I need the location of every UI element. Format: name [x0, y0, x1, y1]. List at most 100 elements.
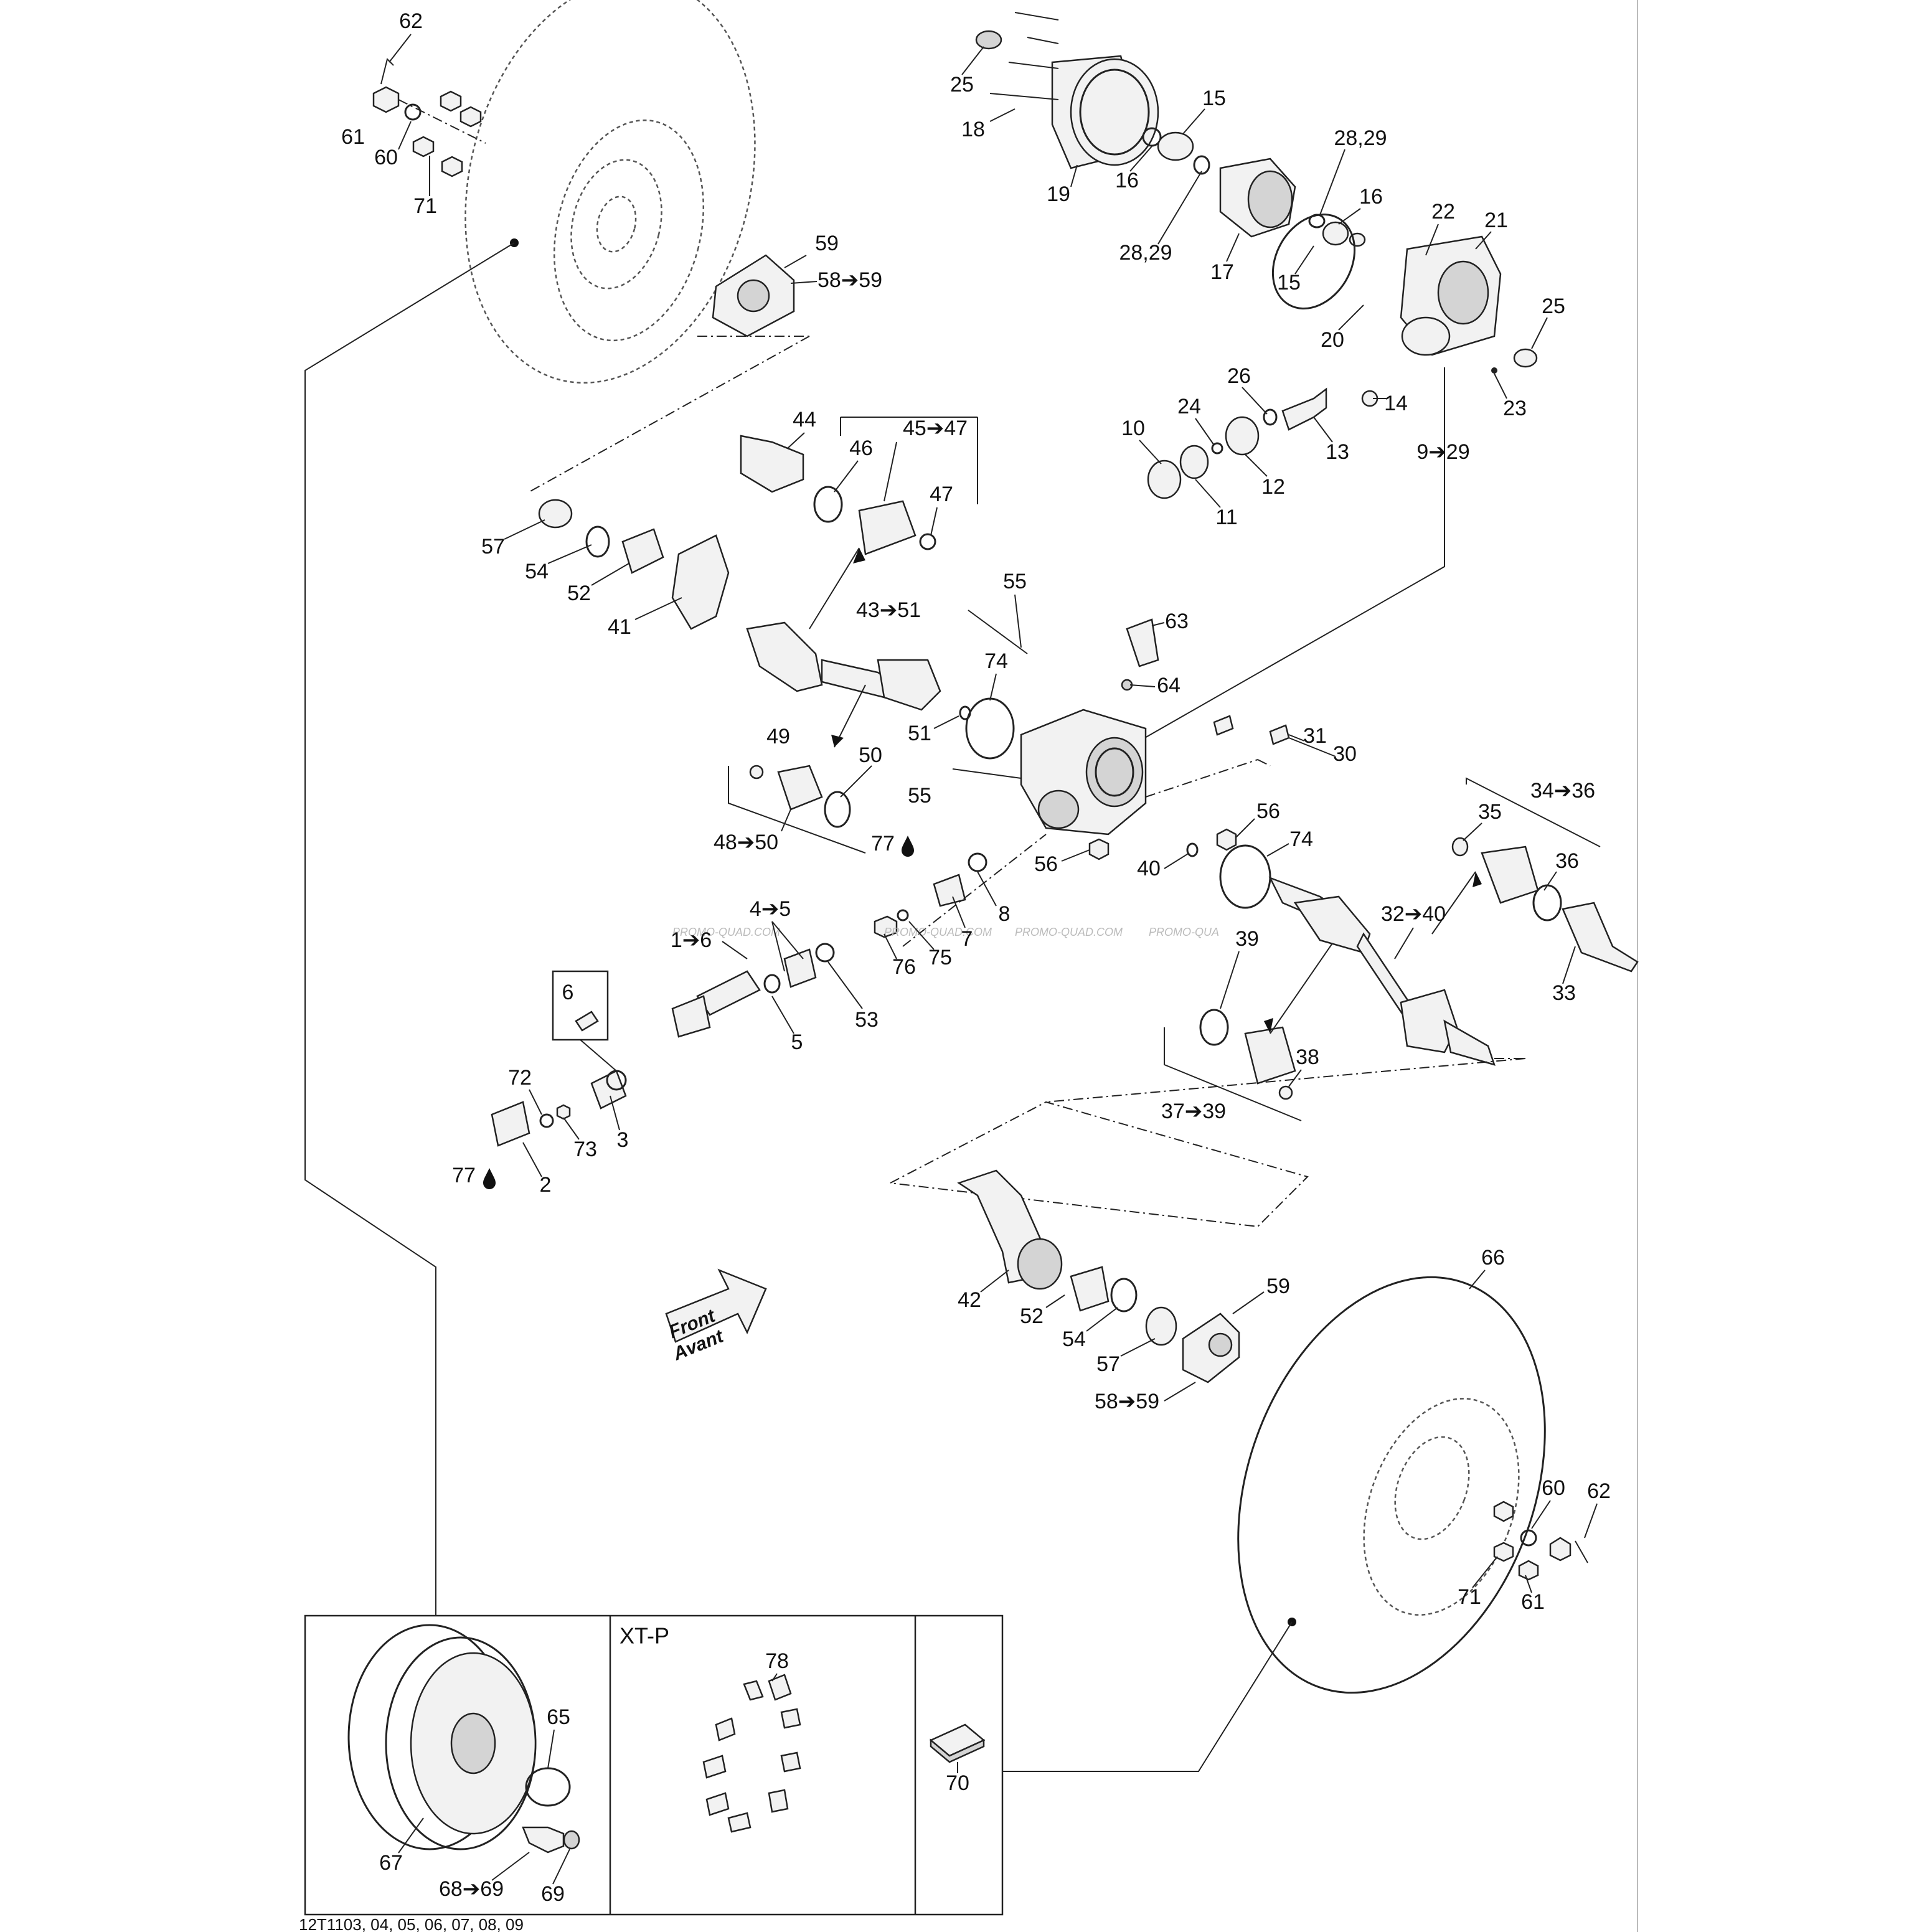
callout-57-b: 57	[1096, 1352, 1120, 1376]
wheel-weights-drawing	[702, 1674, 801, 1833]
callout-25: 25	[950, 73, 974, 97]
inset-title: XT-P	[620, 1623, 669, 1649]
callout-17: 17	[1210, 260, 1234, 284]
callout-34-36: 34➔36	[1530, 779, 1595, 803]
front-direction-arrow: Front Avant	[665, 1268, 767, 1365]
connector-line-right	[1002, 1621, 1293, 1772]
callout-3: 3	[617, 1128, 629, 1152]
callout-77-b: 77	[452, 1164, 476, 1187]
oil-drop-icon	[902, 836, 914, 857]
callout-60: 60	[374, 146, 398, 169]
callout-25-b: 25	[1542, 295, 1565, 318]
callout-43-51: 43➔51	[856, 598, 921, 622]
callout-30: 30	[1333, 742, 1357, 766]
callout-21: 21	[1484, 209, 1508, 232]
right-driveshaft-assembly	[1045, 777, 1639, 1121]
callout-55: 55	[1003, 570, 1027, 593]
callout-77: 77	[871, 832, 895, 855]
callout-73: 73	[573, 1138, 597, 1161]
callout-75: 75	[928, 946, 952, 969]
callout-16: 16	[1115, 169, 1139, 192]
callout-23: 23	[1503, 397, 1527, 420]
callout-66: 66	[1481, 1246, 1505, 1270]
label-tag-drawing	[929, 1723, 986, 1763]
callout-68-69: 68➔69	[439, 1877, 504, 1901]
watermark-2: PROMO-QUAD.COM	[884, 926, 992, 938]
callout-78: 78	[765, 1649, 789, 1673]
callout-26: 26	[1227, 364, 1251, 388]
callout-59-b: 59	[1266, 1275, 1290, 1298]
callout-46: 46	[849, 436, 873, 460]
callout-18: 18	[961, 118, 985, 141]
connector-line-left	[304, 242, 515, 1616]
oil-drop-icon-2	[483, 1168, 496, 1189]
callout-74-b: 74	[1289, 827, 1313, 851]
callout-74: 74	[984, 649, 1008, 673]
callout-7: 7	[961, 927, 973, 951]
callout-42: 42	[958, 1288, 981, 1312]
callout-52: 52	[567, 582, 591, 605]
callout-65: 65	[547, 1705, 570, 1729]
callout-15-b: 15	[1277, 271, 1301, 295]
callout-35: 35	[1478, 800, 1502, 824]
u-joint-parts	[491, 970, 627, 1147]
callout-57: 57	[481, 535, 505, 558]
callout-5: 5	[791, 1030, 803, 1054]
callout-10: 10	[1121, 417, 1145, 440]
callout-52-b: 52	[1020, 1304, 1044, 1328]
callout-37-39: 37➔39	[1161, 1100, 1226, 1123]
callout-22: 22	[1431, 200, 1455, 224]
front-right-wheel	[1237, 1276, 1546, 1694]
callout-62-b: 62	[1587, 1479, 1611, 1503]
callout-56: 56	[1256, 799, 1280, 823]
callout-62: 62	[399, 9, 423, 33]
wheel-hub-top	[529, 254, 810, 492]
callout-9-29: 9➔29	[1416, 440, 1469, 464]
callout-41: 41	[608, 615, 631, 639]
callout-61-b: 61	[1521, 1590, 1545, 1614]
callout-53: 53	[855, 1008, 879, 1032]
swing-arm-assembly	[890, 1101, 1309, 1383]
watermark-3: PROMO-QUAD.COM	[1015, 926, 1123, 938]
callout-11: 11	[1215, 506, 1237, 529]
propeller-shaft-assembly	[671, 834, 1047, 1038]
callout-55-b: 55	[908, 784, 931, 808]
callout-58-59: 58➔59	[818, 268, 882, 292]
callout-36: 36	[1555, 849, 1579, 873]
callout-1-6: 1➔6	[671, 928, 712, 952]
callout-19: 19	[1047, 182, 1070, 206]
center-differential	[952, 610, 1290, 909]
callout-labels: 62 61 60 71 59 58➔59 25 18 19 16 15 28,2…	[341, 9, 1611, 1906]
callout-28-29: 28,29	[1334, 126, 1387, 150]
callout-16-b: 16	[1359, 185, 1383, 209]
callout-28-29-b: 28,29	[1119, 241, 1172, 265]
watermark-4: PROMO-QUA	[1149, 926, 1219, 938]
callout-60-b: 60	[1542, 1476, 1565, 1500]
callout-8: 8	[999, 902, 1011, 926]
callout-33: 33	[1552, 981, 1576, 1005]
callout-38: 38	[1296, 1045, 1319, 1069]
left-driveshaft-assembly	[538, 417, 978, 854]
callout-71: 71	[413, 194, 437, 218]
callout-40: 40	[1137, 857, 1161, 880]
callout-64: 64	[1157, 674, 1180, 697]
rear-left-wheel	[464, 0, 756, 384]
callout-2: 2	[540, 1173, 552, 1197]
callout-32-40: 32➔40	[1381, 902, 1446, 926]
callout-44: 44	[793, 408, 816, 431]
callout-14: 14	[1384, 392, 1408, 415]
pinion-assembly	[1139, 367, 1445, 742]
callout-63: 63	[1165, 610, 1189, 633]
rim-drawing	[347, 1624, 580, 1854]
callout-71-b: 71	[1458, 1585, 1481, 1609]
callout-56-b: 56	[1034, 852, 1058, 876]
callout-54: 54	[525, 560, 549, 583]
callout-leaders	[389, 34, 1598, 1885]
callout-24: 24	[1177, 395, 1201, 418]
callout-48-50: 48➔50	[714, 831, 778, 854]
callout-4-5: 4➔5	[750, 897, 791, 921]
wheel-nuts-bottom	[1493, 1501, 1588, 1581]
wheel-nuts-top	[372, 58, 486, 177]
callout-67: 67	[379, 1851, 403, 1875]
